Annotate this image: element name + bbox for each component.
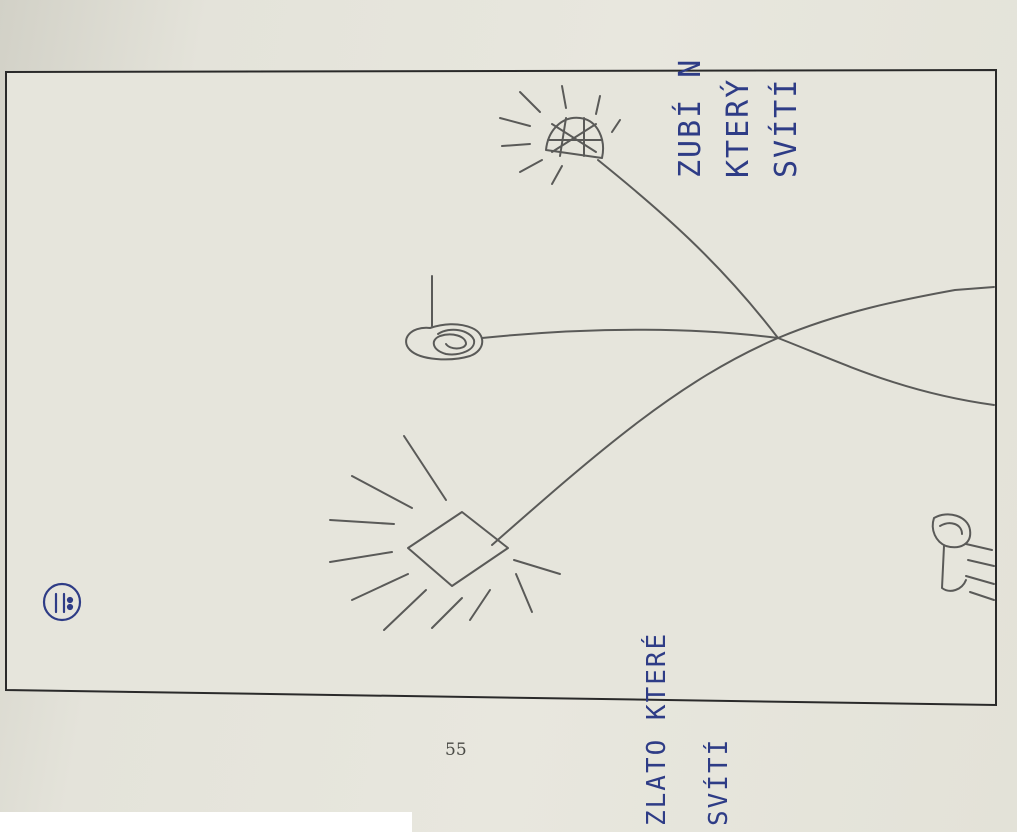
- drawing-frame: [6, 70, 996, 705]
- annotation-top-line-2: KTERÝ: [720, 78, 756, 178]
- annotation-top-line-3: SVÍTÍ: [768, 78, 804, 178]
- annotation-bottom-line-1: ZLATO KTERÉ: [640, 632, 672, 826]
- annotation-top-line-1: ZUBÍ N: [672, 58, 708, 178]
- page-number: 55: [445, 740, 467, 760]
- annotation-bottom-line-2: SVÍTÍ: [702, 738, 734, 826]
- scan-edge-strip: [0, 812, 412, 832]
